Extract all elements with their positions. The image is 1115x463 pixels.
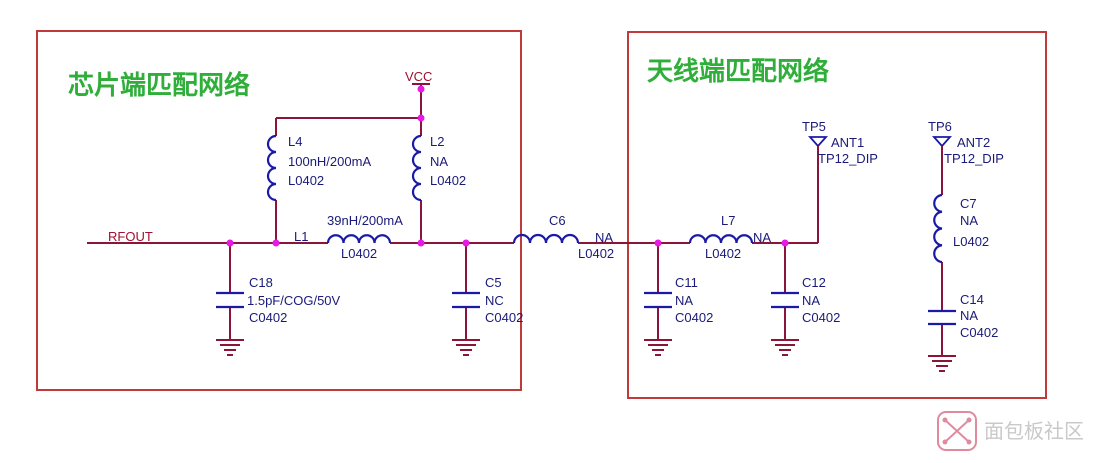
C5-ref: C5 [485,275,502,290]
L2-ref: L2 [430,134,444,149]
inductor-L1-symbol [326,234,392,244]
test-point-TP6-symbol [931,136,953,153]
C14-value: NA [960,308,978,323]
C5-value: NC [485,293,504,308]
ground-icon [216,339,244,356]
TP6-name: ANT2 [957,135,990,150]
ground-icon [771,339,799,356]
L7-ref: L7 [721,213,735,228]
C11-ref: C11 [675,275,698,290]
chip-side-region-box [36,30,522,391]
TP6-ref: TP6 [928,119,952,134]
capacitor-C11-symbol [644,291,672,309]
TP5-name: ANT1 [831,135,864,150]
ground-icon [644,339,672,356]
C14-ref: C14 [960,292,984,307]
TP6-footprint: TP12_DIP [944,151,1004,166]
L4-ref: L4 [288,134,302,149]
C18-ref: C18 [249,275,273,290]
inductor-L2-symbol [411,134,422,202]
L7-footprint: L0402 [705,246,741,261]
C12-footprint: C0402 [802,310,840,325]
L4-value: 100nH/200mA [288,154,371,169]
capacitor-C18-symbol [216,291,244,309]
inductor-L7-symbol [688,234,754,244]
ground-icon [452,339,480,356]
TP5-footprint: TP12_DIP [818,151,878,166]
breadboard-logo-icon [937,411,977,451]
ground-icon [928,355,956,372]
L4-footprint: L0402 [288,173,324,188]
C6-value: NA [595,230,613,245]
capacitor-C14-symbol [928,309,956,326]
C18-footprint: C0402 [249,310,287,325]
C14-footprint: C0402 [960,325,998,340]
inductor-L4-symbol [266,134,277,202]
inductor-C7-symbol [933,193,943,264]
chip-side-region-title: 芯片端匹配网络 [68,70,250,101]
L2-value: NA [430,154,448,169]
L1-value: 39nH/200mA [327,213,403,228]
inductor-C6-symbol [512,233,580,244]
net-label-vcc: VCC [405,69,432,84]
C11-footprint: C0402 [675,310,713,325]
wires [87,84,943,356]
watermark-text: 面包板社区 [984,419,1084,443]
C6-ref: C6 [549,213,566,228]
capacitor-C5-symbol [452,291,480,309]
capacitor-C12-symbol [771,291,799,309]
C12-value: NA [802,293,820,308]
L2-footprint: L0402 [430,173,466,188]
antenna-side-region-box [627,31,1047,399]
C12-ref: C12 [802,275,826,290]
test-point-TP5-symbol [807,136,829,153]
C7-footprint: L0402 [953,234,989,249]
C5-footprint: C0402 [485,310,523,325]
C18-value: 1.5pF/COG/50V [247,293,341,308]
C11-value: NA [675,293,693,308]
L1-footprint: L0402 [341,246,377,261]
C6-footprint: L0402 [578,246,614,261]
watermark: 面包板社区 [937,411,1084,451]
L7-value: NA [753,230,771,245]
antenna-side-region-title: 天线端匹配网络 [647,56,829,87]
C7-value: NA [960,213,978,228]
net-label-rfout: RFOUT [108,229,153,244]
junction-dots [226,85,789,247]
C7-ref: C7 [960,196,977,211]
TP5-ref: TP5 [802,119,826,134]
L1-ref: L1 [294,229,308,244]
